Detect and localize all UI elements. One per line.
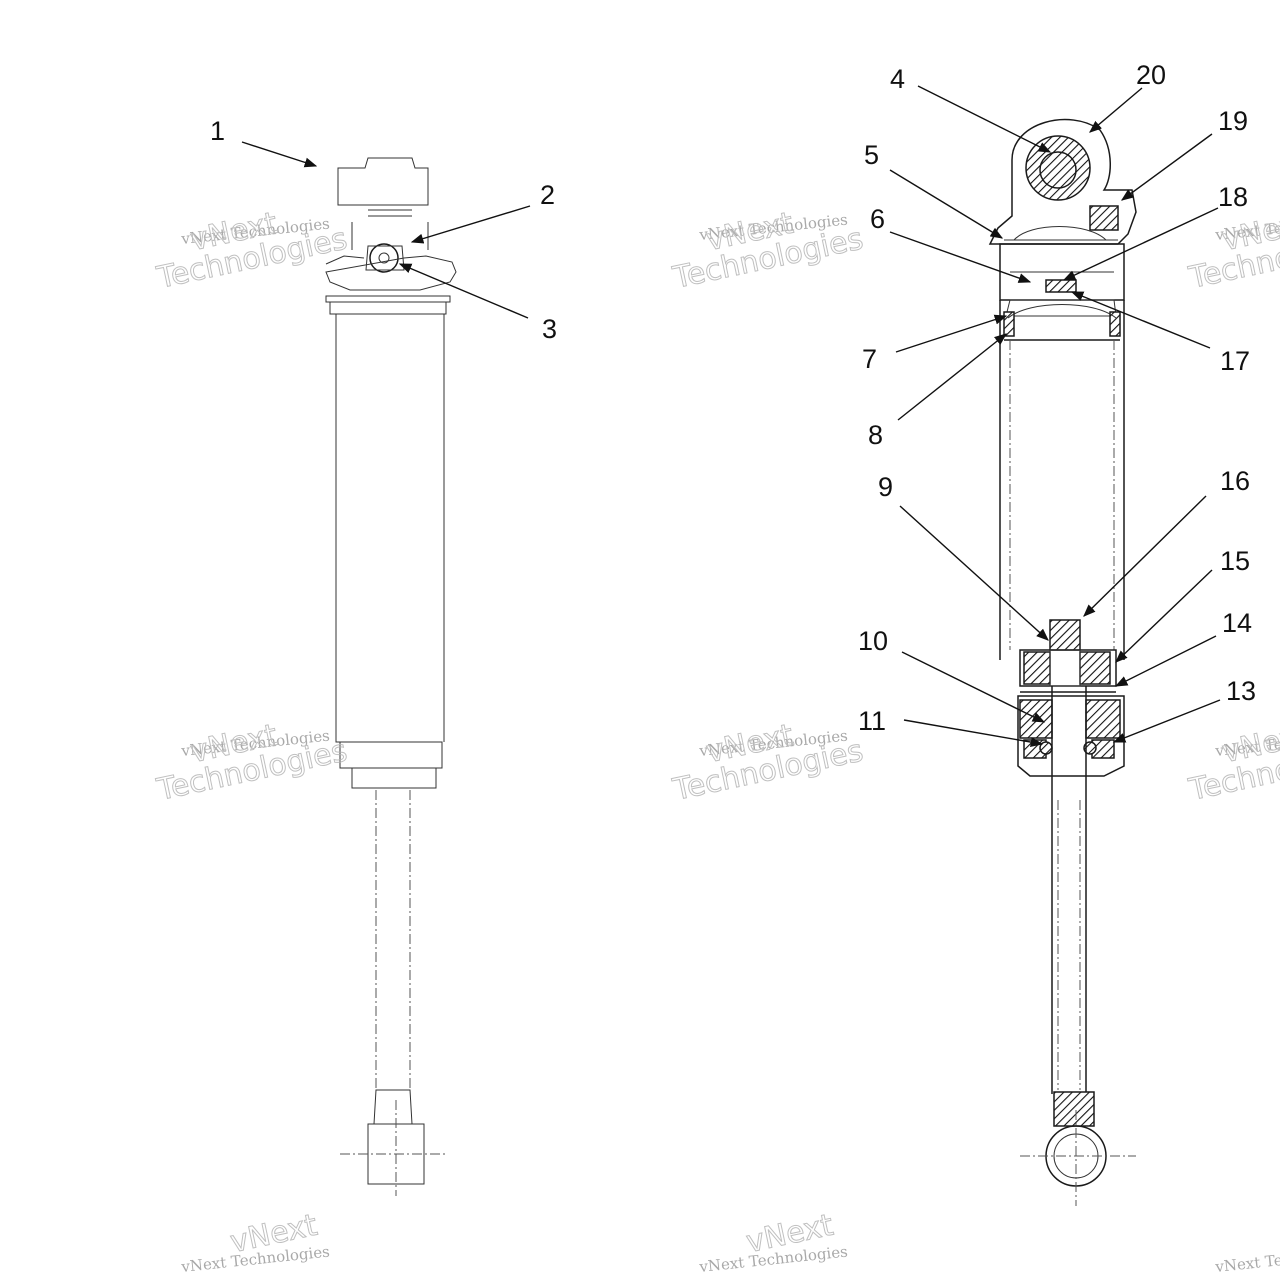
callout-13: 13	[1226, 676, 1256, 706]
rod-end-thread	[1053, 1091, 1095, 1127]
callout-15: 15	[1220, 546, 1250, 576]
bearing-outer	[1025, 135, 1091, 201]
callout-5: 5	[864, 140, 879, 170]
callout-14: 14	[1222, 608, 1252, 638]
cutaway-shock	[988, 118, 1137, 1206]
callout-10: 10	[858, 626, 888, 656]
callout-7: 7	[862, 344, 877, 374]
callout-3: 3	[542, 314, 557, 344]
assembled-shock	[325, 157, 457, 1196]
watermark-small: vNext Technologies	[1214, 1243, 1280, 1277]
callout-8: 8	[868, 420, 883, 450]
piston-nut	[1049, 619, 1081, 651]
callout-6: 6	[870, 204, 885, 234]
callout-2: 2	[540, 180, 555, 210]
callout-9: 9	[878, 472, 893, 502]
callout-11: 11	[858, 706, 886, 736]
callout-1: 1	[210, 116, 225, 146]
callout-numbers: 1 2 3 4 5 6 7 8 9 10 11 13 14 15 16 17 1…	[210, 60, 1256, 736]
reservoir-valve	[1089, 205, 1119, 231]
valve-circle	[369, 243, 399, 273]
callout-4: 4	[890, 64, 905, 94]
callout-leaders	[241, 85, 1221, 748]
callout-19: 19	[1218, 106, 1248, 136]
callout-17: 17	[1220, 346, 1250, 376]
callout-20: 20	[1136, 60, 1166, 90]
callout-18: 18	[1218, 182, 1248, 212]
callout-16: 16	[1220, 466, 1250, 496]
